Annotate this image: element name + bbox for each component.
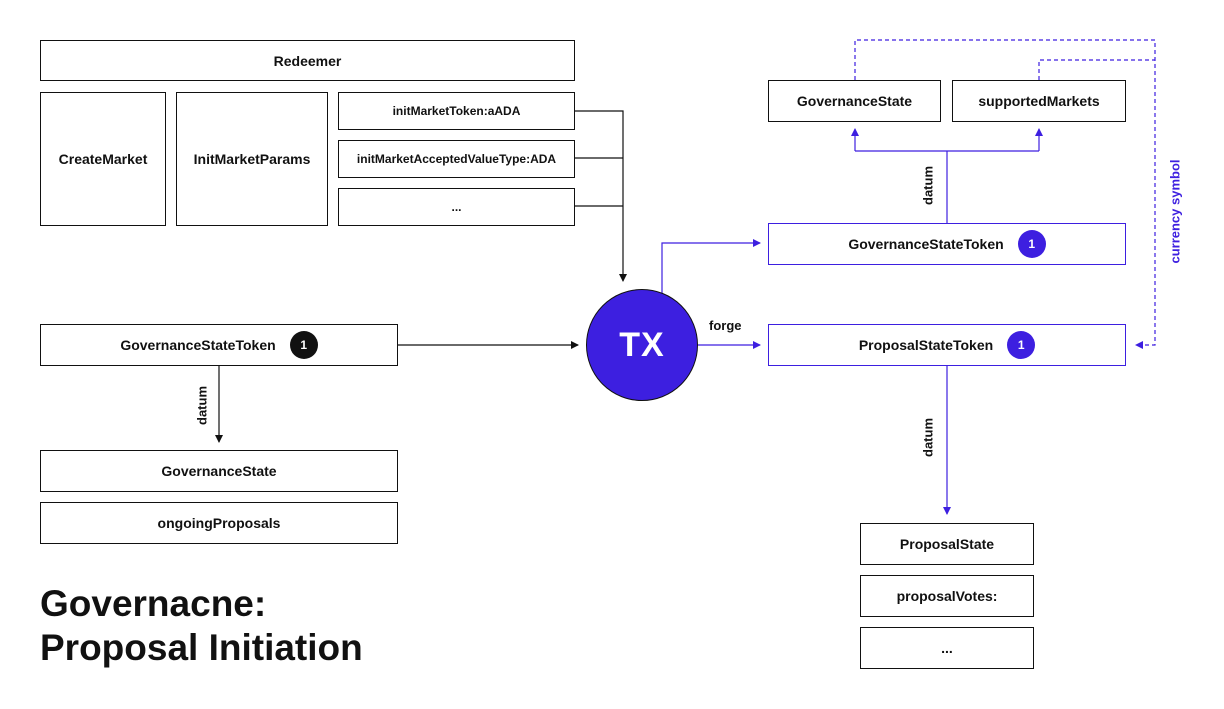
input-ongoing-proposals-box: ongoingProposals (40, 502, 398, 544)
proposal-token-label: ProposalStateToken (858, 337, 994, 353)
input-token-count-badge: 1 (289, 331, 318, 359)
create-market-label: CreateMarket (58, 151, 148, 167)
datum-field-label: GovernanceState (796, 93, 913, 109)
input-governance-state-token-box: GovernanceStateToken 1 (40, 324, 398, 366)
output-governance-token-count-badge: 1 (1017, 230, 1046, 258)
datum-field-label: GovernanceState (161, 463, 277, 479)
create-market-box: CreateMarket (40, 92, 166, 226)
input-governance-state-box: GovernanceState (40, 450, 398, 492)
title-line-2: Proposal Initiation (40, 627, 363, 668)
param-box-init-market-token: initMarketToken:aADA (338, 92, 575, 130)
tx-node: TX (586, 289, 698, 401)
output-governance-datum-label: datum (920, 166, 936, 205)
redeemer-box: Redeemer (40, 40, 575, 81)
tx-to-governance-token-line (661, 239, 761, 293)
currency-symbol-dashed-inner (1038, 59, 1155, 80)
param-label: initMarketAcceptedValueType:ADA (356, 152, 557, 166)
init-market-params-box: InitMarketParams (176, 92, 328, 226)
output-governance-state-token-box: GovernanceStateToken 1 (768, 223, 1126, 265)
param-box-more: ... (338, 188, 575, 226)
input-datum-label: datum (194, 386, 210, 425)
proposal-state-token-box: ProposalStateToken 1 (768, 324, 1126, 366)
redeemer-label: Redeemer (273, 52, 342, 69)
param-box-accepted-value-type: initMarketAcceptedValueType:ADA (338, 140, 575, 178)
output-supported-markets-box: supportedMarkets (952, 80, 1126, 122)
datum-field-label: ... (941, 640, 953, 656)
proposal-token-count-badge: 1 (1007, 331, 1036, 359)
param-1-to-tx-line (575, 110, 627, 282)
proposal-more-box: ... (860, 627, 1034, 669)
currency-symbol-label: currency symbol (1167, 159, 1183, 264)
proposal-datum-label: datum (920, 418, 936, 457)
currency-symbol-dashed-outer (854, 39, 1156, 349)
datum-field-label: ongoingProposals (157, 515, 281, 531)
datum-field-label: ProposalState (899, 536, 995, 552)
input-token-label: GovernanceStateToken (120, 337, 276, 353)
datum-field-label: supportedMarkets (978, 93, 1100, 109)
datum-field-label: proposalVotes: (896, 588, 998, 604)
title-line-1: Governacne: (40, 583, 267, 624)
param-label: initMarketToken:aADA (392, 104, 521, 118)
init-market-params-label: InitMarketParams (193, 151, 311, 167)
forge-label: forge (709, 318, 742, 333)
tx-label: TX (619, 325, 665, 364)
diagram-title: Governacne: Proposal Initiation (40, 582, 363, 670)
proposal-votes-box: proposalVotes: (860, 575, 1034, 617)
param-label: ... (451, 200, 462, 214)
proposal-state-box: ProposalState (860, 523, 1034, 565)
output-governance-state-box: GovernanceState (768, 80, 941, 122)
output-governance-token-label: GovernanceStateToken (848, 236, 1004, 252)
